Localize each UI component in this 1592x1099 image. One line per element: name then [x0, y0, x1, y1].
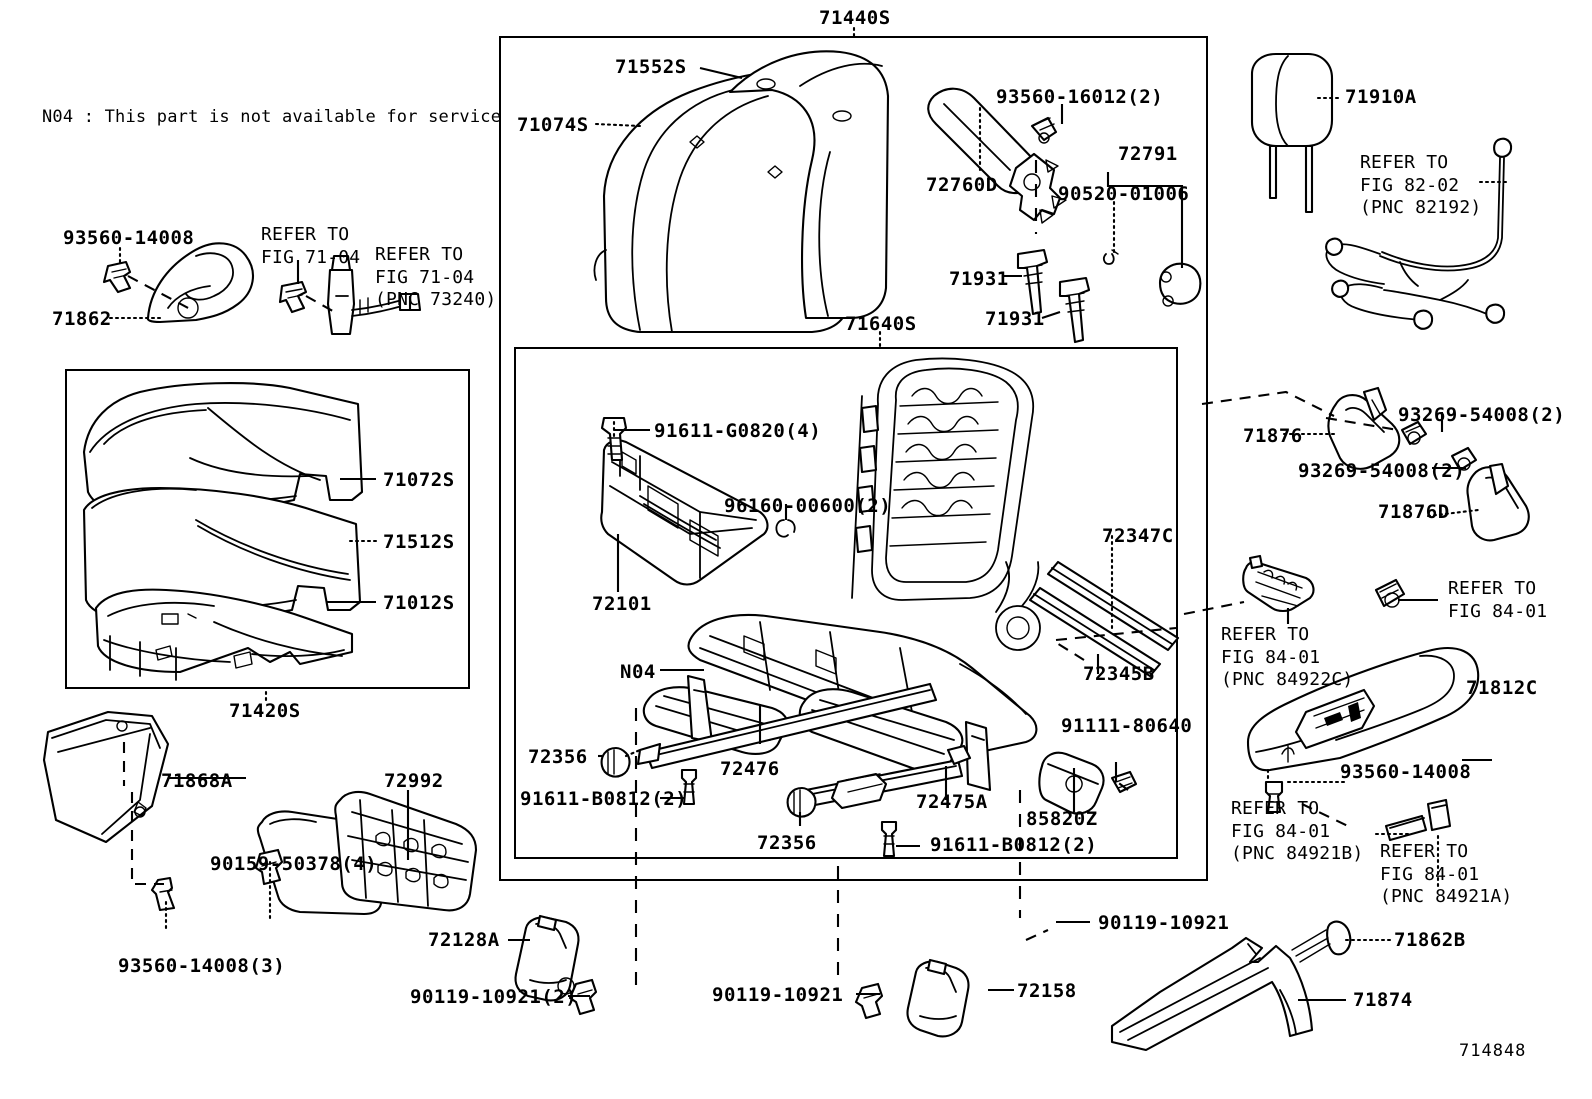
label-71552S: 71552S [615, 56, 687, 78]
label-93560-14008-b3: 93560-14008(3) [118, 955, 286, 977]
label-90159-50378: 90159-50378(4) [210, 853, 378, 875]
label-71868A: 71868A [161, 770, 233, 792]
label-91611-G0820: 91611-G0820(4) [654, 420, 822, 442]
label-71074S: 71074S [517, 114, 589, 136]
label-72476: 72476 [720, 758, 780, 780]
label-96160-00600: 96160-00600(2) [724, 495, 892, 517]
refer-fig-71-04-a: REFER TO FIG 71-04 [261, 224, 361, 268]
label-71862B: 71862B [1394, 929, 1466, 951]
label-72760D: 72760D [926, 174, 998, 196]
label-71420S: 71420S [229, 700, 301, 722]
label-72475A: 72475A [916, 791, 988, 813]
label-71072S: 71072S [383, 469, 455, 491]
label-72347C: 72347C [1102, 525, 1174, 547]
trim-71868A-illustration [42, 710, 170, 844]
label-72101: 72101 [592, 593, 652, 615]
label-72791: 72791 [1118, 143, 1178, 165]
cap-72158-illustration [854, 958, 970, 1038]
label-71862: 71862 [52, 308, 112, 330]
label-71931-b: 71931 [985, 308, 1045, 330]
label-72345B: 72345B [1083, 663, 1155, 685]
refer-fig-84-01-84921B: REFER TO FIG 84-01 (PNC 84921B) [1231, 798, 1364, 864]
label-90520-01006: 90520-01006 [1058, 183, 1190, 205]
label-71931-a: 71931 [949, 268, 1009, 290]
label-93560-14008-tl: 93560-14008 [63, 227, 195, 249]
switch-84922C-illustration [1242, 554, 1406, 613]
label-71910A: 71910A [1345, 86, 1417, 108]
label-90119-10921-a: 90119-10921(2) [410, 986, 578, 1008]
label-93560-16012: 93560-16012(2) [996, 86, 1164, 108]
label-91611-B0812-a: 91611-B0812(2) [520, 788, 688, 810]
label-90119-10921-c: 90119-10921 [1098, 912, 1230, 934]
group-box-seat-cushion-assy [65, 369, 470, 689]
figure-number: 714848 [1459, 1041, 1527, 1061]
label-71876: 71876 [1243, 425, 1303, 447]
label-72356-b: 72356 [757, 832, 817, 854]
label-90119-10921-b: 90119-10921 [712, 984, 844, 1006]
label-93269-54008-a: 93269-54008(2) [1398, 404, 1566, 426]
label-71876D: 71876D [1378, 501, 1450, 523]
label-72158: 72158 [1017, 980, 1077, 1002]
label-93560-14008-r: 93560-14008 [1340, 761, 1472, 783]
label-72128A: 72128A [428, 929, 500, 951]
refer-fig-84-01-84922C: REFER TO FIG 84-01 (PNC 84922C) [1221, 624, 1354, 690]
refer-fig-84-01-84921A: REFER TO FIG 84-01 (PNC 84921A) [1380, 841, 1513, 907]
label-N04: N04 [620, 661, 656, 683]
refer-fig-82-02: REFER TO FIG 82-02 (PNC 82192) [1360, 152, 1482, 218]
label-71512S: 71512S [383, 531, 455, 553]
label-71640S: 71640S [845, 313, 917, 335]
label-71812C: 71812C [1466, 677, 1538, 699]
refer-fig-71-04-b: REFER TO FIG 71-04 (PNC 73240) [375, 244, 497, 310]
label-71874: 71874 [1353, 989, 1413, 1011]
leg-cover-71874-illustration [1110, 920, 1352, 1052]
label-91111-80640: 91111-80640 [1061, 715, 1193, 737]
label-71012S: 71012S [383, 592, 455, 614]
refer-fig-84-01-top: REFER TO FIG 84-01 [1448, 578, 1548, 622]
label-85820Z: 85820Z [1026, 808, 1098, 830]
label-93269-54008-b: 93269-54008(2) [1298, 460, 1466, 482]
label-71440S: 71440S [819, 7, 891, 29]
label-72992: 72992 [384, 770, 444, 792]
headrest-71910A-illustration [1250, 52, 1334, 214]
service-note: N04 : This part is not available for ser… [42, 107, 502, 127]
label-91611-B0812-b: 91611-B0812(2) [930, 834, 1098, 856]
label-72356-a: 72356 [528, 746, 588, 768]
